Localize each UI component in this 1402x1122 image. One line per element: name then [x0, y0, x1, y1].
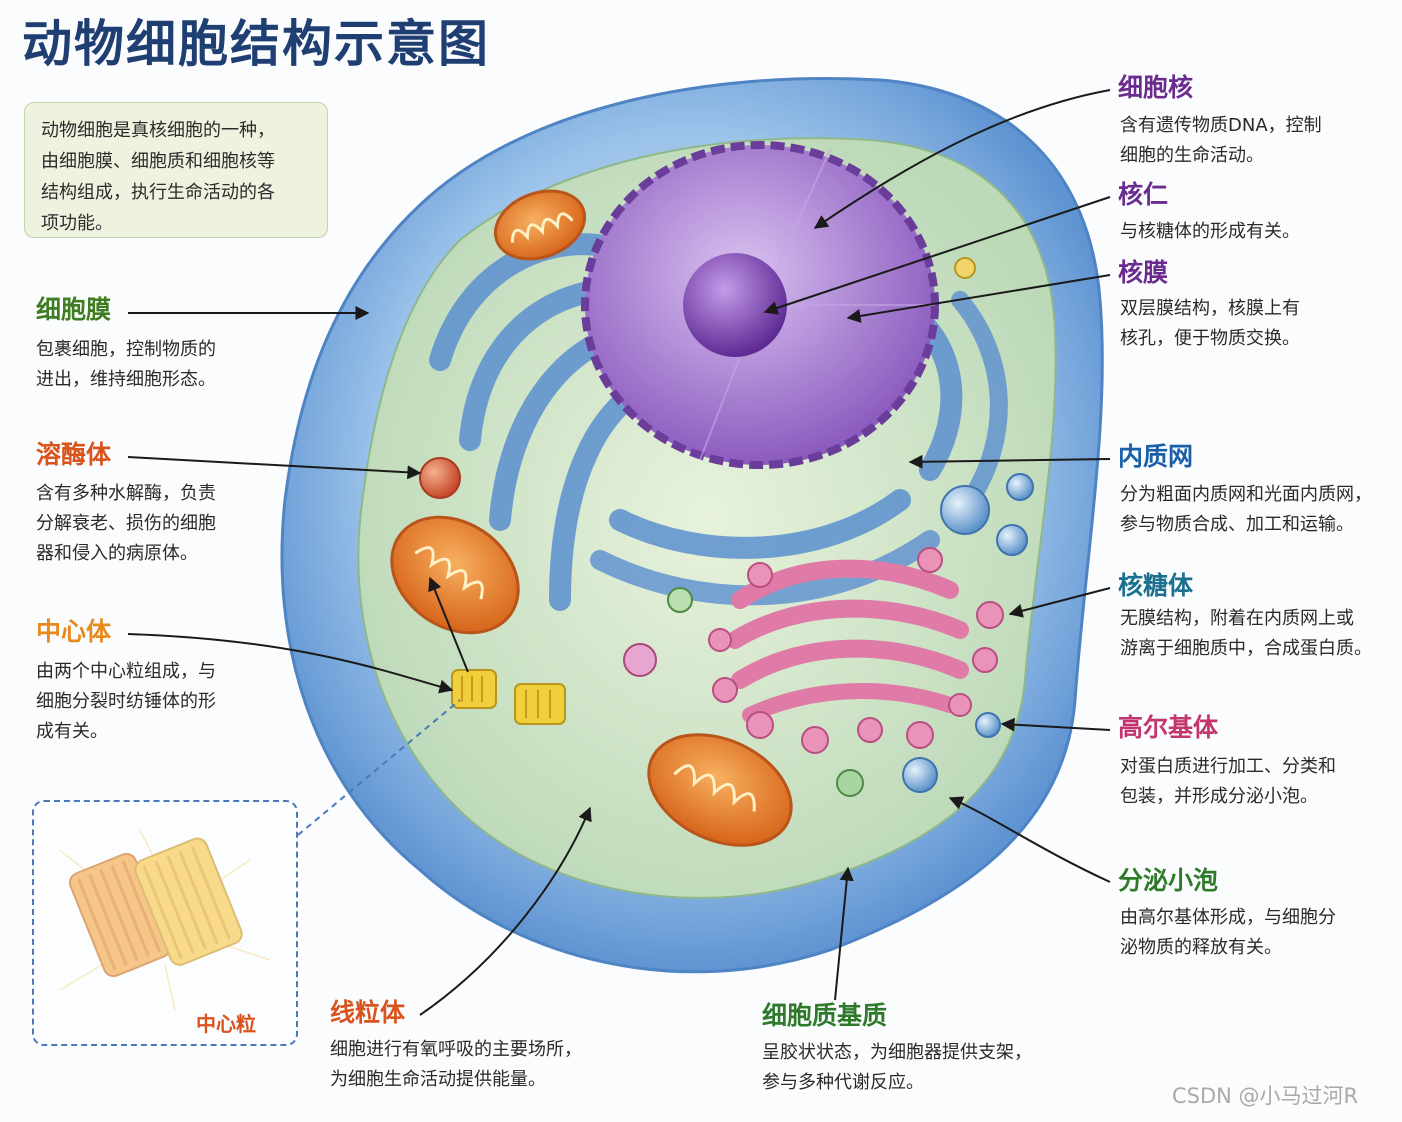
label-nuclear-envelope: 核膜	[1118, 258, 1169, 287]
inset-connector	[297, 699, 461, 836]
desc-line: 无膜结构，附着在内质网上或	[1120, 608, 1354, 629]
desc-line: 分解衰老、损伤的细胞	[36, 513, 216, 534]
desc-line: 对蛋白质进行加工、分类和	[1120, 756, 1336, 777]
desc-golgi: 对蛋白质进行加工、分类和 包装，并形成分泌小泡。	[1120, 752, 1336, 812]
desc-line: 为细胞生命活动提供能量。	[330, 1069, 546, 1090]
page-title: 动物细胞结构示意图	[22, 15, 490, 73]
desc-line: 参与物质合成、加工和运输。	[1120, 514, 1354, 535]
desc-line: 器和侵入的病原体。	[36, 543, 198, 564]
label-mitochondria: 线粒体	[330, 998, 406, 1027]
label-ribosome: 核糖体	[1118, 571, 1194, 600]
watermark: CSDN @小马过河R	[1172, 1084, 1359, 1108]
mitochondrion-top	[493, 189, 587, 261]
intro-line: 结构组成，执行生命活动的各	[41, 182, 275, 203]
desc-line: 由两个中心粒组成，与	[36, 661, 216, 682]
desc-line: 呈胶状状态，为细胞器提供支架，	[762, 1042, 1032, 1063]
label-cytoplasm: 细胞质基质	[762, 1001, 888, 1030]
desc-line: 进出，维持细胞形态。	[36, 369, 216, 390]
desc-line: 细胞的生命活动。	[1120, 145, 1264, 166]
desc-line: 参与多种代谢反应。	[762, 1072, 924, 1093]
intro-line: 项功能。	[41, 213, 113, 234]
desc-cell-membrane: 包裹细胞，控制物质的 进出，维持细胞形态。	[36, 335, 216, 395]
desc-line: 由高尔基体形成，与细胞分	[1120, 907, 1336, 928]
label-nucleus: 细胞核	[1118, 73, 1194, 102]
desc-line: 游离于细胞质中，合成蛋白质。	[1120, 638, 1372, 659]
desc-secretory-vesicle: 由高尔基体形成，与细胞分 泌物质的释放有关。	[1120, 903, 1336, 963]
desc-er: 分为粗面内质网和光面内质网， 参与物质合成、加工和运输。	[1120, 480, 1372, 540]
desc-nuclear-envelope: 双层膜结构，核膜上有 核孔，便于物质交换。	[1120, 294, 1300, 354]
desc-nucleolus: 与核糖体的形成有关。	[1120, 217, 1300, 247]
desc-line: 细胞分裂时纺锤体的形	[36, 691, 216, 712]
inset-centrioles	[59, 829, 271, 1011]
label-lysosome: 溶酶体	[36, 440, 112, 469]
desc-nucleus: 含有遗传物质DNA，控制 细胞的生命活动。	[1120, 111, 1322, 171]
desc-line: 与核糖体的形成有关。	[1120, 221, 1300, 242]
leader-lines	[127, 89, 1111, 1016]
desc-line: 成有关。	[36, 721, 108, 742]
golgi-vesicles	[708, 547, 1004, 754]
desc-line: 包装，并形成分泌小泡。	[1120, 786, 1318, 807]
nucleolus	[683, 253, 787, 357]
inset-label-centriole: 中心粒	[196, 1012, 256, 1036]
desc-line: 分为粗面内质网和光面内质网，	[1120, 484, 1372, 505]
desc-mitochondria: 细胞进行有氧呼吸的主要场所， 为细胞生命活动提供能量。	[330, 1035, 582, 1095]
label-centrosome: 中心体	[36, 617, 112, 646]
desc-cytoplasm: 呈胶状状态，为细胞器提供支架， 参与多种代谢反应。	[762, 1038, 1032, 1098]
desc-line: 含有多种水解酶，负责	[36, 483, 216, 504]
label-er: 内质网	[1118, 442, 1194, 471]
lysosome	[419, 457, 461, 499]
label-nucleolus: 核仁	[1118, 180, 1169, 209]
centrosome	[451, 669, 566, 725]
desc-line: 包裹细胞，控制物质的	[36, 339, 216, 360]
desc-line: 含有遗传物质DNA，控制	[1120, 115, 1322, 136]
mitochondrion-bottom	[647, 733, 793, 847]
desc-lysosome: 含有多种水解酶，负责 分解衰老、损伤的细胞 器和侵入的病原体。	[36, 479, 216, 569]
label-cell-membrane: 细胞膜	[36, 295, 112, 324]
desc-line: 泌物质的释放有关。	[1120, 937, 1282, 958]
centriole-inset	[32, 800, 298, 1046]
mitochondrion-left	[390, 515, 520, 635]
desc-centrosome: 由两个中心粒组成，与 细胞分裂时纺锤体的形 成有关。	[36, 657, 216, 747]
desc-ribosome: 无膜结构，附着在内质网上或 游离于细胞质中，合成蛋白质。	[1120, 604, 1372, 664]
desc-line: 双层膜结构，核膜上有	[1120, 298, 1300, 319]
label-golgi: 高尔基体	[1118, 713, 1219, 742]
secretory-vesicles	[623, 257, 1034, 797]
intro-line: 动物细胞是真核细胞的一种，	[41, 120, 275, 141]
desc-line: 细胞进行有氧呼吸的主要场所，	[330, 1039, 582, 1060]
label-secretory-vesicle: 分泌小泡	[1118, 866, 1219, 895]
intro-box: 动物细胞是真核细胞的一种， 由细胞膜、细胞质和细胞核等 结构组成，执行生命活动的…	[24, 102, 328, 238]
intro-line: 由细胞膜、细胞质和细胞核等	[41, 151, 275, 172]
desc-line: 核孔，便于物质交换。	[1120, 328, 1300, 349]
